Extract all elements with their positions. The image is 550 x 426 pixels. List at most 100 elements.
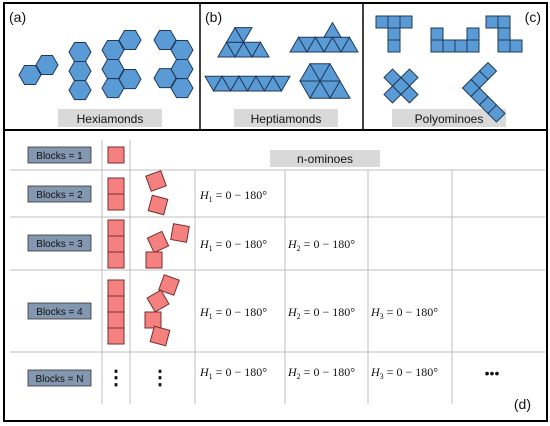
triangle-cell: [272, 75, 291, 92]
straight-block: [107, 279, 125, 297]
triangle-cell: [329, 80, 351, 99]
straight-block: [107, 295, 125, 313]
panel-tag-d: (d): [514, 396, 531, 412]
hinge-angle-formula: H3 = 0 − 180°: [370, 305, 438, 321]
hinge-angle-formula: H2 = 0 − 180°: [287, 305, 355, 321]
block-label-5: Blocks = N: [27, 369, 92, 387]
polyominoes-title-bg: [392, 109, 506, 127]
square-cell: [375, 15, 389, 29]
straight-block: [107, 235, 125, 253]
square-cell: [485, 15, 499, 29]
triangle-cell: [319, 62, 341, 82]
hinge-angle-formulas: H1 = 0 − 180° H1 = 0 − 180° H2 = 0 − 180° H…: [199, 188, 438, 381]
vertical-ellipsis-column-1: ⋮: [106, 367, 126, 389]
horizontal-ellipsis: •••: [485, 365, 500, 381]
n-ominoes-header-bg: [270, 150, 380, 167]
square-cell: [497, 27, 511, 41]
straight-block: [107, 193, 125, 211]
hexagon-cell: [68, 61, 92, 82]
triangle-cell: [234, 27, 253, 44]
triangle-cell: [323, 21, 342, 38]
hinge-angle-formula: H1 = 0 − 180°: [199, 188, 267, 204]
block-label-1: Blocks = 1: [27, 146, 92, 164]
block-label-text: Blocks = 1: [36, 151, 83, 162]
square-cell: [400, 85, 419, 104]
polyominoes-title: Polyominoes: [392, 109, 506, 127]
hinged-block: [149, 325, 171, 347]
hexagon-cell: [153, 30, 177, 50]
square-cell: [454, 39, 468, 53]
hinged-block: [146, 289, 170, 313]
block-label-text: Blocks = N: [35, 374, 83, 385]
hexagon-cell: [118, 30, 142, 50]
hinged-block: [144, 311, 162, 329]
hexagon-cell: [170, 78, 194, 99]
square-cell: [487, 104, 506, 123]
hinged-block: [170, 223, 190, 243]
block-label-2: Blocks = 2: [27, 185, 92, 203]
hinged-block: [158, 274, 180, 296]
hexagon-cell: [101, 40, 125, 60]
square-cell: [497, 39, 511, 53]
hexiamond-shapes: [18, 30, 194, 101]
block-label-text: Blocks = 4: [36, 307, 83, 318]
block-label-4: Blocks = 4: [27, 302, 92, 320]
rotated-v-pentomino: [461, 61, 506, 123]
hinged-block: [145, 170, 167, 192]
ominoes-table-grid: [10, 140, 545, 404]
hinge-angle-formula: H2 = 0 − 180°: [287, 237, 355, 253]
hexiamonds-title-bg: [58, 109, 162, 127]
panel-tag-a: (a): [9, 9, 26, 25]
vertical-ellipsis-column-2: ⋮: [150, 367, 170, 389]
n-ominoes-header: n-ominoes: [270, 150, 380, 167]
hinged-block: [146, 230, 170, 254]
straight-block: [107, 146, 125, 164]
heptiamonds-title: Heptiamonds: [234, 109, 338, 127]
straight-block: [107, 251, 125, 269]
hexagon-cell: [18, 65, 42, 85]
triangle-cell: [251, 41, 270, 58]
polyomino-shapes: [375, 15, 523, 123]
block-label-text: Blocks = 3: [36, 239, 83, 250]
hexagon-cell: [153, 68, 177, 89]
triangle-cell: [340, 36, 359, 53]
hexagon-cell: [35, 55, 59, 75]
n-omino-blocks: [107, 146, 190, 347]
square-cell: [387, 39, 401, 53]
square-cell: [466, 27, 480, 41]
block-label-bg: [27, 302, 92, 320]
rotated-plus-pentomino: [383, 68, 419, 104]
hexagon-cell: [68, 80, 92, 101]
block-label-text: Blocks = 2: [36, 190, 83, 201]
hexagon-cell: [101, 78, 125, 99]
block-label-bg: [27, 369, 92, 387]
block-label-bg: [27, 185, 92, 203]
hexiamonds-title: Hexiamonds: [58, 109, 162, 127]
hinge-angle-formula: H2 = 0 − 180°: [287, 365, 355, 381]
n-ominoes-header-text: n-ominoes: [297, 152, 353, 166]
hexagon-cell: [170, 40, 194, 60]
square-cell: [383, 85, 402, 104]
hexagon-cell: [68, 42, 92, 62]
hinged-block: [147, 194, 169, 216]
panel-tag-c: (c): [525, 9, 541, 25]
straight-block: [107, 219, 125, 237]
square-cell: [466, 39, 480, 53]
hexiamonds-title-text: Hexiamonds: [77, 112, 144, 126]
square-cell: [387, 27, 401, 41]
block-label-3: Blocks = 3: [27, 234, 92, 252]
hinge-angle-formula: H1 = 0 − 180°: [199, 237, 267, 253]
heptiamonds-title-bg: [234, 109, 338, 127]
square-cell: [430, 27, 444, 41]
block-count-labels: Blocks = 1 Blocks = 2 Blocks = 3 Blocks = 4…: [27, 146, 92, 387]
square-cell: [399, 15, 413, 29]
heptiamond-shapes: [204, 21, 359, 100]
square-cell: [430, 39, 444, 53]
panel-tag-b: (b): [205, 9, 222, 25]
block-label-bg: [27, 146, 92, 164]
block-label-bg: [27, 234, 92, 252]
hinge-angle-formula: H3 = 0 − 180°: [370, 365, 438, 381]
square-cell: [442, 39, 456, 53]
